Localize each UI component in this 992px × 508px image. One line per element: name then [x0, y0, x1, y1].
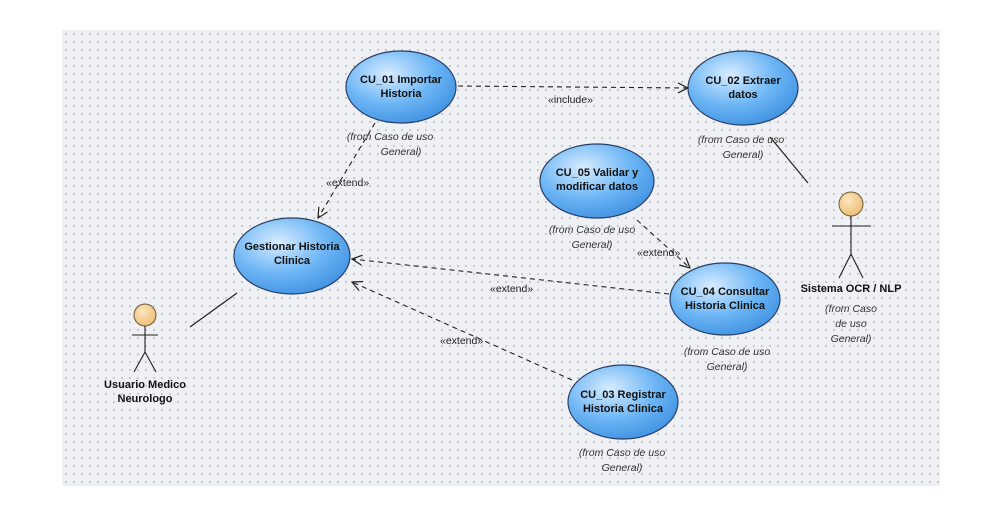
- cu01-from-line1: (from Caso de uso: [347, 131, 434, 143]
- include-arrow-cu01-cu02: [457, 86, 688, 88]
- use-case-cu01[interactable]: CU_01 Importar Historia: [345, 50, 457, 124]
- actor-sistema-ocr[interactable]: [832, 191, 871, 279]
- use-case-gestionar-line2: Clinica: [274, 255, 311, 267]
- use-case-cu03-line1: CU_03 Registrar: [580, 389, 666, 401]
- cu01-from-line2: General): [381, 146, 422, 158]
- ocr-from-line1: (from Caso: [825, 303, 877, 315]
- use-case-gestionar-line1: Gestionar Historia: [244, 241, 340, 253]
- use-case-gestionar[interactable]: Gestionar Historia Clinica: [233, 217, 351, 295]
- use-case-cu03-line2: Historia Clinica: [583, 403, 664, 415]
- extend-arrow-cu05-cu04: [636, 219, 690, 268]
- cu05-from-line1: (from Caso de uso: [549, 224, 636, 236]
- include-label: «include»: [548, 94, 593, 106]
- actor-ocr-line1: Sistema OCR / NLP: [801, 283, 902, 295]
- association-cu02-ocr: [769, 136, 809, 184]
- extend-label-cu01: «extend»: [326, 177, 369, 189]
- actor-usuario-medico[interactable]: [132, 303, 158, 373]
- association-medico-gestionar: [189, 292, 238, 328]
- use-case-cu04-line1: CU_04 Consultar: [681, 286, 770, 298]
- diagram-canvas: [62, 30, 940, 486]
- extend-arrow-cu03-gestionar: [352, 282, 573, 381]
- use-case-cu05-line1: CU_05 Validar y: [556, 167, 639, 179]
- cu04-from-line2: General): [707, 361, 748, 373]
- use-case-cu02[interactable]: CU_02 Extraer datos: [687, 50, 799, 126]
- extend-arrow-cu01-gestionar: [318, 122, 376, 218]
- cu05-from-line2: General): [572, 239, 613, 251]
- use-case-cu01-line2: Historia: [381, 88, 423, 100]
- use-case-cu01-line1: CU_01 Importar: [360, 74, 443, 86]
- cu03-from-line1: (from Caso de uso: [579, 447, 666, 459]
- extend-label-cu04: «extend»: [490, 283, 533, 295]
- use-case-cu02-line2: datos: [728, 89, 757, 101]
- extend-label-cu05: «extend»: [637, 247, 680, 259]
- use-case-cu05[interactable]: CU_05 Validar y modificar datos: [539, 143, 655, 219]
- use-case-cu04-line2: Historia Clinica: [685, 300, 766, 312]
- extend-label-cu03: «extend»: [440, 335, 483, 347]
- ocr-from-line3: General): [831, 333, 872, 345]
- use-case-cu02-line1: CU_02 Extraer: [705, 75, 781, 87]
- cu03-from-line2: General): [602, 462, 643, 474]
- use-case-cu03[interactable]: CU_03 Registrar Historia Clinica: [567, 364, 679, 440]
- cu02-from-line2: General): [723, 149, 764, 161]
- extend-arrow-cu04-gestionar: [352, 259, 679, 296]
- actor-medico-line2: Neurologo: [118, 393, 173, 405]
- actor-medico-line1: Usuario Medico: [104, 379, 186, 391]
- cu04-from-line1: (from Caso de uso: [684, 346, 771, 358]
- ocr-from-line2: de uso: [835, 318, 867, 330]
- cu02-from-line1: (from Caso de uso: [698, 134, 785, 146]
- use-case-cu04[interactable]: CU_04 Consultar Historia Clinica: [669, 262, 781, 336]
- use-case-cu05-line2: modificar datos: [556, 181, 638, 193]
